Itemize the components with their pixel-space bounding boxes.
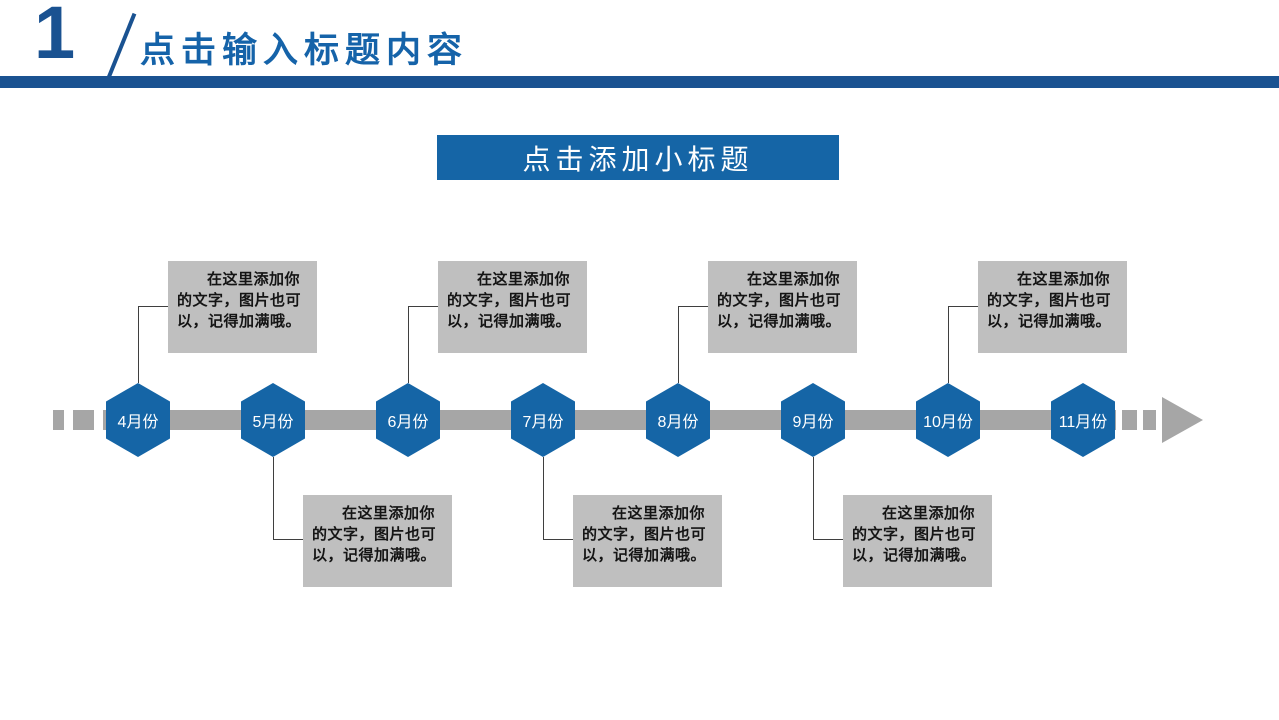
timeline-dash-right-1 — [1122, 410, 1137, 430]
timeline-dash-right-2 — [1143, 410, 1156, 430]
note-box-month-10[interactable]: 在这里添加你的文字，图片也可以，记得加满哦。 — [978, 261, 1127, 353]
timeline-node-month-6[interactable]: 6月份 — [376, 383, 440, 457]
timeline-node-month-5[interactable]: 5月份 — [241, 383, 305, 457]
note-box-month-5[interactable]: 在这里添加你的文字，图片也可以，记得加满哦。 — [303, 495, 452, 587]
note-text: 在这里添加你的文字，图片也可以，记得加满哦。 — [312, 505, 437, 564]
timeline-node-month-11[interactable]: 11月份 — [1051, 383, 1115, 457]
connector-month-9 — [813, 457, 843, 540]
timeline-node-label: 8月份 — [657, 414, 699, 431]
subtitle-banner[interactable]: 点击添加小标题 — [437, 135, 839, 180]
note-text: 在这里添加你的文字，图片也可以，记得加满哦。 — [177, 271, 302, 330]
timeline-node-month-10[interactable]: 10月份 — [916, 383, 980, 457]
timeline-node-label: 9月份 — [792, 414, 834, 431]
page-title[interactable]: 点击输入标题内容 — [140, 31, 469, 70]
timeline-node-month-4[interactable]: 4月份 — [106, 383, 170, 457]
connector-month-8 — [678, 306, 708, 383]
timeline-node-label: 10月份 — [923, 414, 973, 431]
note-box-month-8[interactable]: 在这里添加你的文字，图片也可以，记得加满哦。 — [708, 261, 857, 353]
note-box-month-6[interactable]: 在这里添加你的文字，图片也可以，记得加满哦。 — [438, 261, 587, 353]
note-text: 在这里添加你的文字，图片也可以，记得加满哦。 — [987, 271, 1112, 330]
timeline-node-label: 6月份 — [387, 414, 429, 431]
note-text: 在这里添加你的文字，图片也可以，记得加满哦。 — [852, 505, 977, 564]
connector-month-10 — [948, 306, 978, 383]
timeline-node-label: 5月份 — [252, 414, 294, 431]
timeline-arrowhead-icon — [1162, 397, 1203, 443]
section-number: 1 — [34, 0, 76, 74]
note-box-month-9[interactable]: 在这里添加你的文字，图片也可以，记得加满哦。 — [843, 495, 992, 587]
timeline-node-label: 4月份 — [117, 414, 159, 431]
note-text: 在这里添加你的文字，图片也可以，记得加满哦。 — [717, 271, 842, 330]
header-divider — [0, 76, 1279, 88]
note-text: 在这里添加你的文字，图片也可以，记得加满哦。 — [582, 505, 707, 564]
timeline-dash-left-2 — [73, 410, 94, 430]
note-box-month-4[interactable]: 在这里添加你的文字，图片也可以，记得加满哦。 — [168, 261, 317, 353]
timeline-node-month-8[interactable]: 8月份 — [646, 383, 710, 457]
subtitle-banner-label: 点击添加小标题 — [522, 143, 754, 175]
timeline-bar — [103, 410, 1116, 430]
timeline-node-label: 7月份 — [522, 414, 564, 431]
timeline-dash-left-1 — [53, 410, 64, 430]
timeline-node-month-7[interactable]: 7月份 — [511, 383, 575, 457]
diagonal-slash — [105, 12, 137, 82]
connector-month-4 — [138, 306, 168, 383]
connector-month-6 — [408, 306, 438, 383]
timeline-node-month-9[interactable]: 9月份 — [781, 383, 845, 457]
connector-month-7 — [543, 457, 573, 540]
connector-month-5 — [273, 457, 303, 540]
note-box-month-7[interactable]: 在这里添加你的文字，图片也可以，记得加满哦。 — [573, 495, 722, 587]
timeline-node-label: 11月份 — [1058, 414, 1108, 431]
note-text: 在这里添加你的文字，图片也可以，记得加满哦。 — [447, 271, 572, 330]
